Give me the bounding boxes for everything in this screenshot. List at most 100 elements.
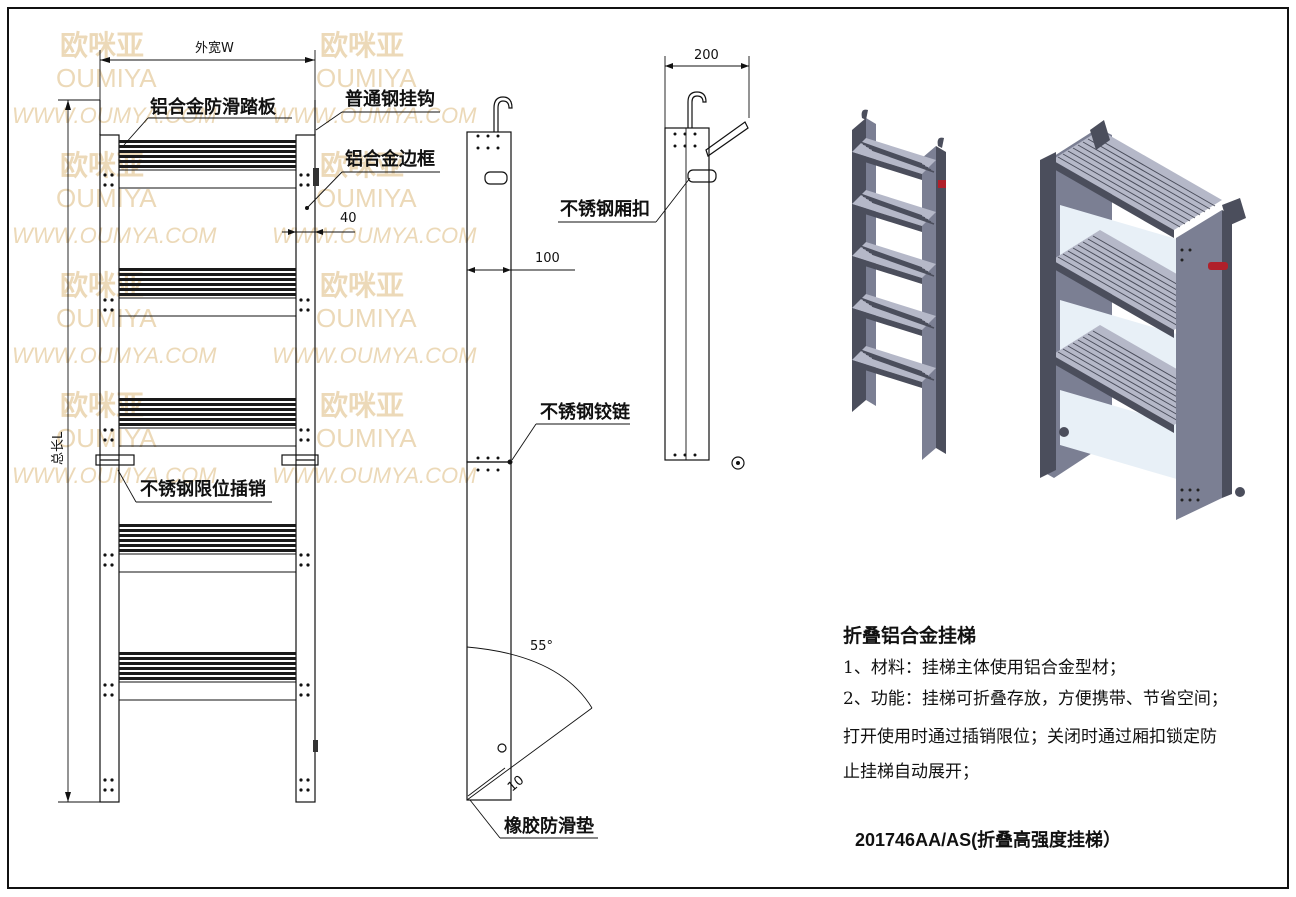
render-folded-latch [1208, 262, 1228, 270]
bolt-hole [496, 134, 500, 138]
bolt-hole [306, 173, 310, 177]
bolt-hole [683, 132, 687, 136]
latch-knob [313, 168, 319, 186]
notes-line-3: 打开使用时通过插销限位；关闭时通过厢扣锁定防 [843, 726, 1217, 747]
angle-ray [466, 707, 593, 801]
tread-stripe [119, 293, 296, 296]
bolt-hole [486, 146, 490, 150]
bolt-hole [110, 438, 114, 442]
render-tread-grip [862, 143, 926, 167]
watermark-brand-en: OUMIYA [56, 63, 157, 93]
render-folded-grip [1072, 342, 1196, 414]
render-folded-ladder [1040, 120, 1246, 520]
limit-pin-left [95, 454, 135, 466]
bolt-hole [299, 308, 303, 312]
watermark-brand-en: OUMIYA [56, 303, 157, 333]
bolt-hole [476, 456, 480, 460]
bolt-hole [110, 563, 114, 567]
side-latch [484, 171, 508, 185]
bolt-hole [110, 553, 114, 557]
render-bolt [1180, 248, 1184, 252]
tread-stripe [119, 418, 296, 421]
render-folded-rail-right [1176, 210, 1222, 520]
bolt-hole [486, 134, 490, 138]
watermark-url: WWW.OUMYA.COM [272, 463, 477, 488]
render-rail-right-face [936, 146, 946, 454]
render-rail-left [852, 118, 866, 412]
callout-pad-leader [469, 799, 501, 839]
bolt-hole [110, 428, 114, 432]
side-hook [493, 96, 513, 132]
front-view: 外宽W 总长L 40 铝合金防滑踏板 普通钢挂钩 铝合金边框 不锈钢限位插销 [51, 40, 440, 803]
bolt-hole [110, 308, 114, 312]
tread-stripe [119, 667, 296, 670]
bolt-hole [103, 308, 107, 312]
bolt-hole [299, 788, 303, 792]
tread-stripe [119, 278, 296, 281]
folded-view: 200 不锈钢厢扣 [558, 48, 750, 470]
bolt-hole [306, 693, 310, 697]
watermark-brand-en: OUMIYA [316, 423, 417, 453]
bolt-hole [103, 553, 107, 557]
render-folded-grip [1062, 153, 1186, 225]
render-tread-grip [859, 193, 923, 217]
bolt-hole [299, 298, 303, 302]
callout-frame-leader [306, 171, 343, 209]
bolt-hole [299, 693, 303, 697]
callout-latch-leader [655, 177, 691, 223]
render-folded-gap [1060, 390, 1180, 480]
dim-100-label: 100 [535, 251, 560, 266]
notes-line-1: 1、材料：挂梯主体使用铝合金型材； [843, 657, 1126, 678]
tread-stripe [119, 283, 296, 286]
bolt-hole [673, 453, 677, 457]
render-folded-grip [1092, 135, 1216, 207]
render-tread-grip [868, 199, 932, 223]
watermark-brand-en: OUMIYA [316, 303, 417, 333]
render-bolt [1180, 498, 1184, 502]
folded-wheel-hub [736, 461, 740, 465]
bolt-hole [110, 298, 114, 302]
watermark-brand-cn: 欧咪亚 [320, 269, 404, 302]
model-label: 201746AA/AS(折叠高强度挂梯） [855, 829, 1121, 850]
watermark-brand-en: OUMIYA [316, 63, 417, 93]
bolt-hole [306, 778, 310, 782]
bolt-hole [110, 683, 114, 687]
bolt-hole [496, 146, 500, 150]
bolt-hole [306, 428, 310, 432]
watermark-brand-cn: 欧咪亚 [320, 149, 404, 182]
tread-stripe [119, 652, 296, 655]
watermark-brand-cn: 欧咪亚 [320, 29, 404, 62]
limit-pin-right [281, 454, 319, 466]
dim-100-arrow-r [503, 267, 511, 273]
tread-stripe [119, 160, 296, 163]
render-wheel [1059, 427, 1069, 437]
render-tread-edge [852, 308, 922, 336]
bolt-hole [110, 173, 114, 177]
render-folded-grip [1067, 345, 1191, 417]
tread-stripe [119, 150, 296, 153]
watermark-url: WWW.OUMYA.COM [272, 103, 477, 128]
sheet-border [7, 7, 1289, 889]
side-hinge-pin [507, 459, 513, 465]
bolt-hole [103, 683, 107, 687]
bolt-hole [306, 788, 310, 792]
bolt-hole [476, 146, 480, 150]
callout-pad: 橡胶防滑垫 [504, 815, 594, 837]
bolt-hole [306, 308, 310, 312]
render-tread-grip [865, 145, 929, 169]
bolt-hole [110, 778, 114, 782]
tread-stripe [119, 662, 296, 665]
bottom-knob [313, 740, 318, 752]
side-view: 100 55° 10 不锈钢铰链 橡胶防滑垫 [466, 96, 631, 839]
render-bolt [1188, 248, 1192, 252]
watermark-url: WWW.OUMYA.COM [272, 223, 477, 248]
bolt-hole [103, 173, 107, 177]
dim-200-arrow-r [741, 63, 749, 69]
render-hook [861, 109, 868, 120]
bolt-hole [103, 693, 107, 697]
dim-40-label: 40 [340, 211, 357, 226]
render-open-ladder [852, 109, 946, 460]
tread-plate [118, 553, 297, 573]
render-tread-grip [862, 195, 926, 219]
render-folded-grip [1067, 250, 1191, 322]
